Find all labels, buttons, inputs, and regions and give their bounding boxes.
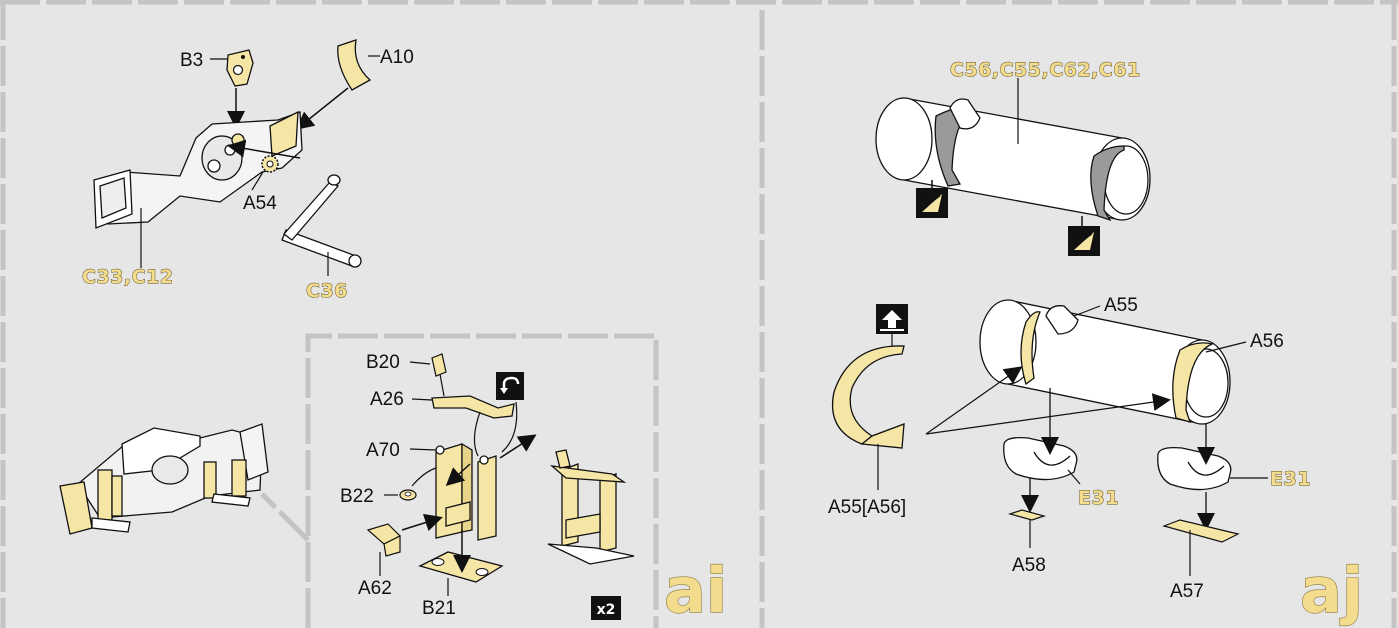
step-label-aj: aj [1300,554,1363,627]
part-a54 [261,155,279,173]
glue-icon [1068,216,1100,256]
label-a10: A10 [380,47,414,68]
flip-icon [876,304,908,334]
label-c33-c12: C33,C12 [82,266,174,288]
label-a62: A62 [358,578,392,599]
label-a56: A56 [1250,331,1284,352]
part-e31-left [1003,436,1078,481]
part-c36-crank [281,174,362,268]
part-a62 [366,523,402,557]
glue-icon [916,180,948,218]
part-a26 [431,395,515,419]
part-a70 [435,442,497,541]
part-b21 [418,551,504,583]
label-e31-right: E31 [1270,468,1311,490]
part-cylinder-bottom [979,299,1231,425]
part-a55-strap [831,345,905,449]
step-label-ai: ai [664,554,727,627]
part-cylinder-top [875,97,1151,222]
label-c36: C36 [306,280,348,302]
label-a54: A54 [243,193,277,214]
part-e31-right [1157,446,1232,491]
part-a57 [1162,519,1240,543]
part-a58 [1007,509,1047,521]
label-b22: B22 [340,486,374,507]
label-a55: A55 [1104,295,1138,316]
label-a57: A57 [1170,581,1204,602]
part-b20 [431,353,447,377]
label-c56-group: C56,C55,C62,C61 [950,59,1141,81]
label-e31-left: E31 [1078,487,1119,509]
frame-overview [59,423,269,535]
label-b21: B21 [422,598,456,619]
panel-aj: C56,C55,C62,C61 A55[A56] [828,59,1364,628]
bracket-assembled [547,449,635,565]
part-b3 [226,49,254,87]
x2-badge: x2 [591,596,621,620]
part-c33-c12-body [93,110,303,229]
label-a58: A58 [1012,555,1046,576]
part-b22 [399,489,417,501]
label-a70: A70 [366,440,400,461]
part-a10 [337,39,372,91]
label-a55-a56: A55[A56] [828,497,906,518]
label-a26: A26 [370,389,404,410]
panel-ai: B3 A10 C33,C12 A54 [59,39,728,628]
x2-text: x2 [597,602,616,618]
label-b20: B20 [366,352,400,373]
bend-icon [496,372,524,400]
label-b3: B3 [180,50,203,71]
